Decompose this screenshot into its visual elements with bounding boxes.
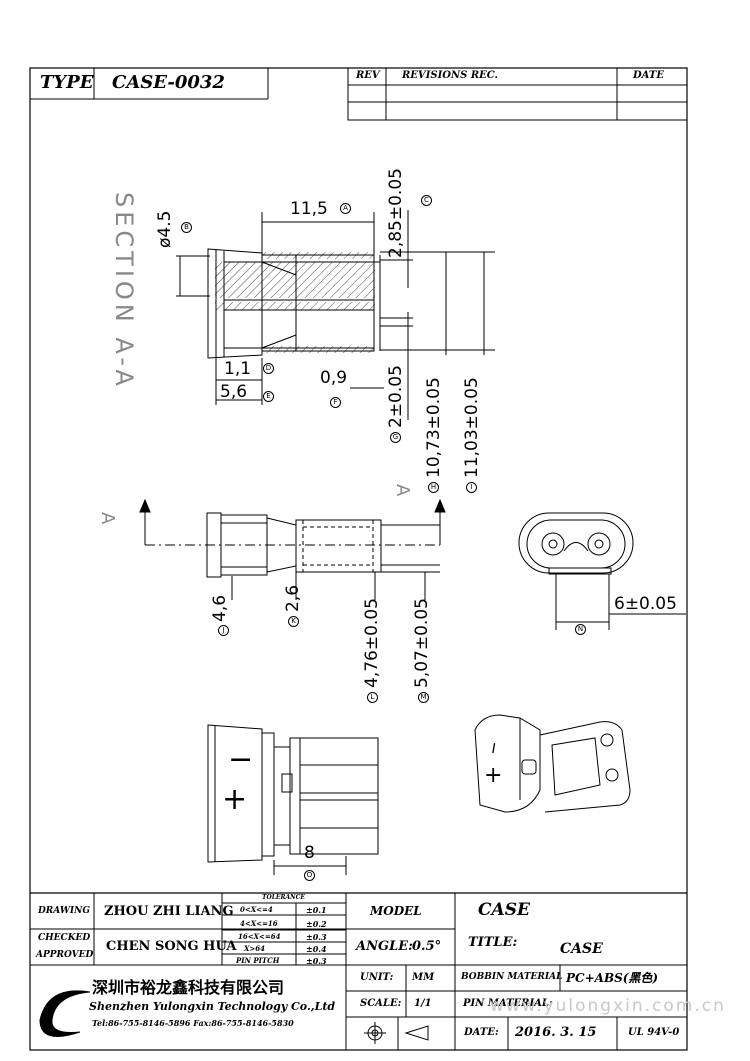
tolerance-range: 0<X<=4	[240, 905, 273, 914]
title-label: TITLE:	[468, 935, 518, 950]
dim-phi-4-5: ø4.5	[155, 210, 175, 248]
dim-4-76: 4,76±0.05	[362, 598, 382, 688]
angle-value: 0.5°	[412, 939, 442, 954]
section-hatch	[215, 302, 375, 310]
marker-l: L	[367, 692, 378, 703]
tolerance-value: ±0.3	[306, 932, 327, 942]
date-header-label: DATE	[633, 70, 664, 81]
checked-label: CHECKED	[38, 933, 91, 943]
date-value: 2016. 3. 15	[515, 1025, 597, 1040]
dim-1-1: 1,1	[224, 359, 252, 379]
tolerance-value: ±0.3	[306, 956, 327, 966]
polarity-minus-iso: −	[482, 739, 504, 757]
model-label: MODEL	[370, 904, 422, 918]
polarity-minus-top: −	[228, 742, 254, 777]
drawing-value: ZHOU ZHI LIANG	[104, 904, 234, 919]
tolerance-range: PIN PITCH	[236, 956, 280, 965]
dim-2-6: 2,6	[283, 584, 303, 612]
arrow-a-left: A	[97, 512, 118, 525]
polarity-plus-top: +	[222, 782, 248, 817]
unit-value: MM	[412, 972, 435, 983]
ul-rating: UL 94V-0	[628, 1027, 680, 1038]
type-label: TYPE	[40, 72, 94, 93]
dim-11-5: 11,5	[290, 199, 328, 219]
rev-label: REV	[356, 70, 380, 81]
marker-f: F	[330, 397, 341, 408]
marker-b: B	[181, 222, 192, 233]
type-value: CASE-0032	[112, 72, 225, 93]
polarity-plus-iso: +	[484, 763, 503, 788]
marker-d: D	[263, 363, 274, 374]
drawing-label: DRAWING	[38, 906, 91, 916]
marker-h: H	[428, 482, 439, 493]
unit-label: UNIT:	[360, 972, 394, 983]
tolerance-value: ±0.1	[306, 905, 327, 915]
marker-k: K	[288, 616, 299, 627]
section-title: SECTION A-A	[110, 192, 138, 390]
tolerance-title: TOLERANCE	[262, 894, 305, 901]
dim-11-03: 11,03±0.05	[462, 377, 482, 478]
bobbin-material-label: BOBBIN MATERIAL	[461, 972, 563, 982]
scale-label: SCALE:	[360, 998, 402, 1009]
arrow-a-right: A	[392, 484, 413, 497]
dim-10-73: 10,73±0.05	[424, 377, 444, 478]
dim-2-85: 2,85±0.05	[386, 168, 406, 258]
company-contact: Tel:86-755-8146-5896 Fax:86-755-8146-583…	[92, 1018, 294, 1028]
marker-e: E	[263, 391, 274, 402]
dim-8: 8	[304, 843, 315, 863]
tolerance-range: 16<X<=64	[238, 932, 281, 941]
model-value: CASE	[478, 900, 530, 920]
dim-5-6: 5,6	[220, 382, 248, 402]
bobbin-material-value: PC+ABS(黑色)	[566, 971, 659, 985]
marker-i: I	[466, 482, 477, 493]
scale-value: 1/1	[414, 998, 432, 1009]
marker-j: J	[218, 625, 229, 636]
marker-n: N	[575, 624, 586, 635]
tolerance-value: ±0.4	[306, 944, 327, 954]
marker-c: C	[421, 195, 432, 206]
marker-a: A	[340, 203, 351, 214]
dim-0-9: 0,9	[320, 368, 348, 388]
dim-4-6: 4,6	[210, 594, 230, 622]
dim-2: 2±0.05	[386, 365, 406, 428]
company-name-en: Shenzhen Yulongxin Technology Co.,Ltd	[89, 1000, 336, 1013]
angle-label: ANGLE:	[356, 939, 413, 954]
tolerance-range: X>64	[244, 944, 266, 953]
tolerance-value: ±0.2	[306, 919, 327, 929]
approved-label: APPROVED	[36, 950, 94, 960]
revisions-label: REVISIONS REC.	[402, 70, 499, 81]
tolerance-range: 4<X<=16	[240, 919, 278, 928]
title-value: CASE	[560, 941, 603, 957]
date-label: DATE:	[464, 1027, 499, 1038]
marker-o: O	[304, 870, 315, 881]
company-name-cn: 深圳市裕龙鑫科技有限公司	[92, 978, 285, 997]
watermark-url: www.yulongxin.com.cn	[490, 996, 726, 1016]
checked-value: CHEN SONG HUA	[106, 939, 237, 954]
marker-g: G	[390, 432, 401, 443]
dim-6: 6±0.05	[614, 594, 677, 614]
pin-material-label: PIN MATERIAL:	[463, 998, 553, 1009]
marker-m: M	[418, 692, 429, 703]
dim-5-07: 5,07±0.05	[412, 598, 432, 688]
